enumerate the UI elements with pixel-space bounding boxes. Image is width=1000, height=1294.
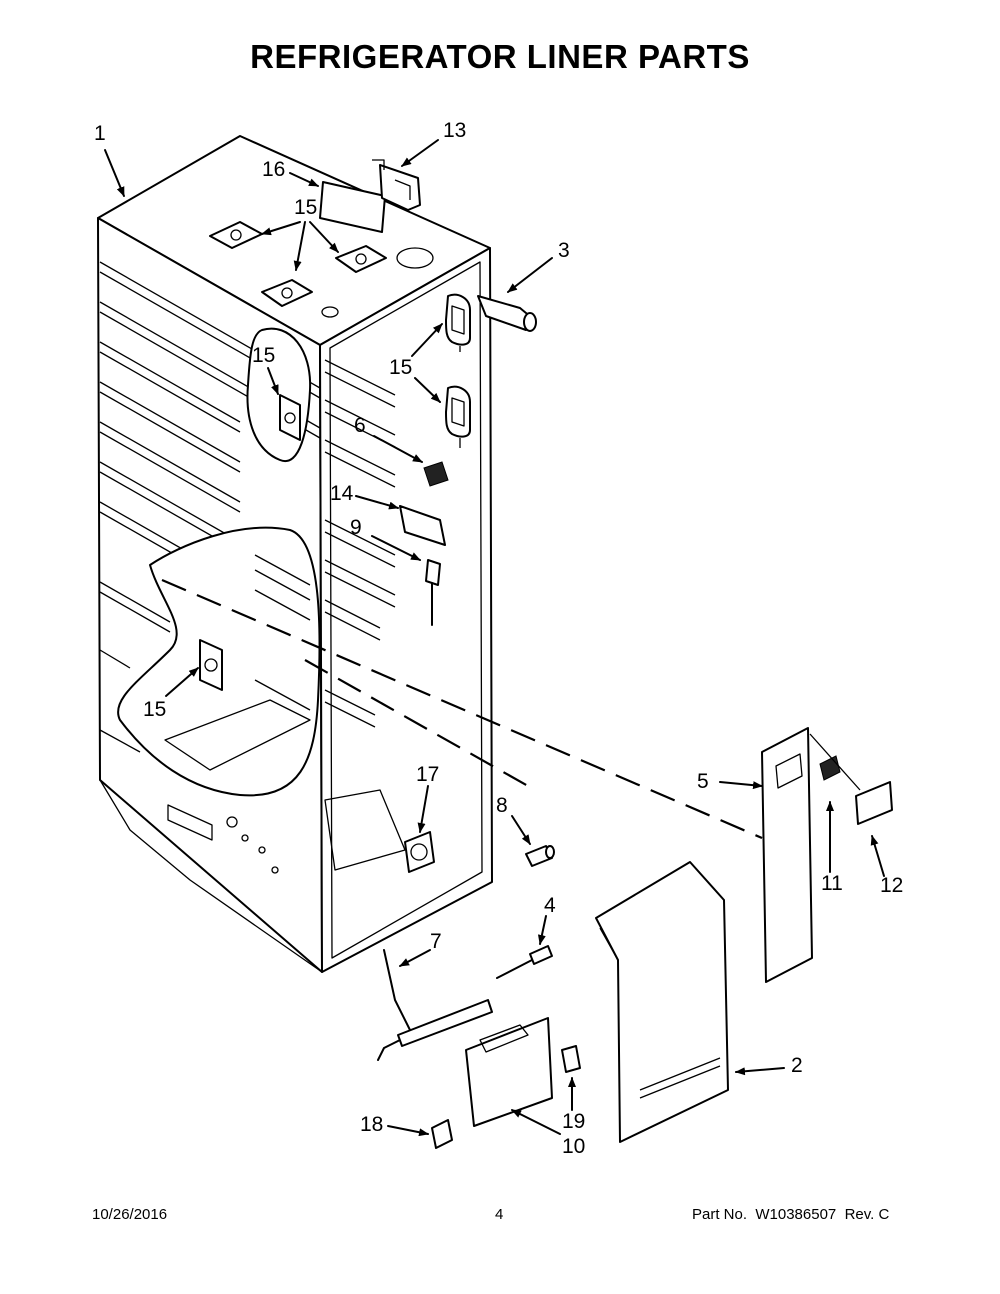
- callout-17: 17: [416, 763, 439, 786]
- callout-4: 4: [544, 894, 556, 917]
- part-12-module: [855, 781, 893, 825]
- callout-9: 9: [350, 516, 362, 539]
- callout-2: 2: [791, 1054, 803, 1077]
- callout-19: 19: [562, 1110, 585, 1133]
- part-3-cylinder: [477, 295, 537, 332]
- callout-12: 12: [880, 874, 903, 897]
- sensor-icon: [445, 293, 471, 448]
- callout-11: 11: [821, 872, 843, 895]
- callout-8: 8: [496, 794, 508, 817]
- callout-13: 13: [443, 119, 466, 142]
- alignment-line: [161, 578, 763, 840]
- callout-14: 14: [330, 482, 354, 505]
- part-8-connector: [525, 845, 555, 867]
- callout-15: 15: [143, 698, 166, 721]
- part-19-bracket: [561, 1045, 581, 1073]
- callout-7: 7: [430, 930, 442, 953]
- part-4-probe: [496, 945, 553, 979]
- part-16-plate: [319, 181, 386, 233]
- callout-15: 15: [252, 344, 275, 367]
- part-13-bracket: [372, 159, 421, 211]
- part-11-connector: [819, 755, 841, 781]
- callout-3: 3: [558, 239, 570, 262]
- liner-inner-ribs: [324, 359, 396, 728]
- footer-part-number: Part No. W10386507 Rev. C: [692, 1206, 890, 1223]
- callout-15: 15: [294, 196, 317, 219]
- footer-date: 10/26/2016: [92, 1206, 168, 1223]
- footer-page-number: 4: [495, 1206, 504, 1223]
- part-7-heater: [377, 949, 493, 1061]
- part-6-switch: [423, 461, 449, 487]
- part-5-panel: [761, 727, 813, 983]
- part-18-clip: [431, 1119, 453, 1149]
- part-14-housing: [399, 505, 446, 546]
- part-2-cover: [595, 861, 729, 1143]
- callout-15: 15: [389, 356, 412, 379]
- callout-18: 18: [360, 1113, 383, 1136]
- callout-6: 6: [354, 414, 366, 437]
- callout-leaders: [104, 139, 885, 1137]
- callout-1: 1: [94, 122, 106, 145]
- part-17-fan: [404, 831, 435, 873]
- callout-5: 5: [697, 770, 709, 793]
- page-title: REFRIGERATOR LINER PARTS: [250, 38, 750, 75]
- part-9-thermistor: [425, 559, 441, 626]
- alignment-line: [304, 659, 529, 787]
- callout-10: 10: [562, 1135, 585, 1158]
- sensor-icon: [199, 221, 387, 691]
- callout-16: 16: [262, 158, 285, 181]
- part-10-duct: [465, 1017, 553, 1127]
